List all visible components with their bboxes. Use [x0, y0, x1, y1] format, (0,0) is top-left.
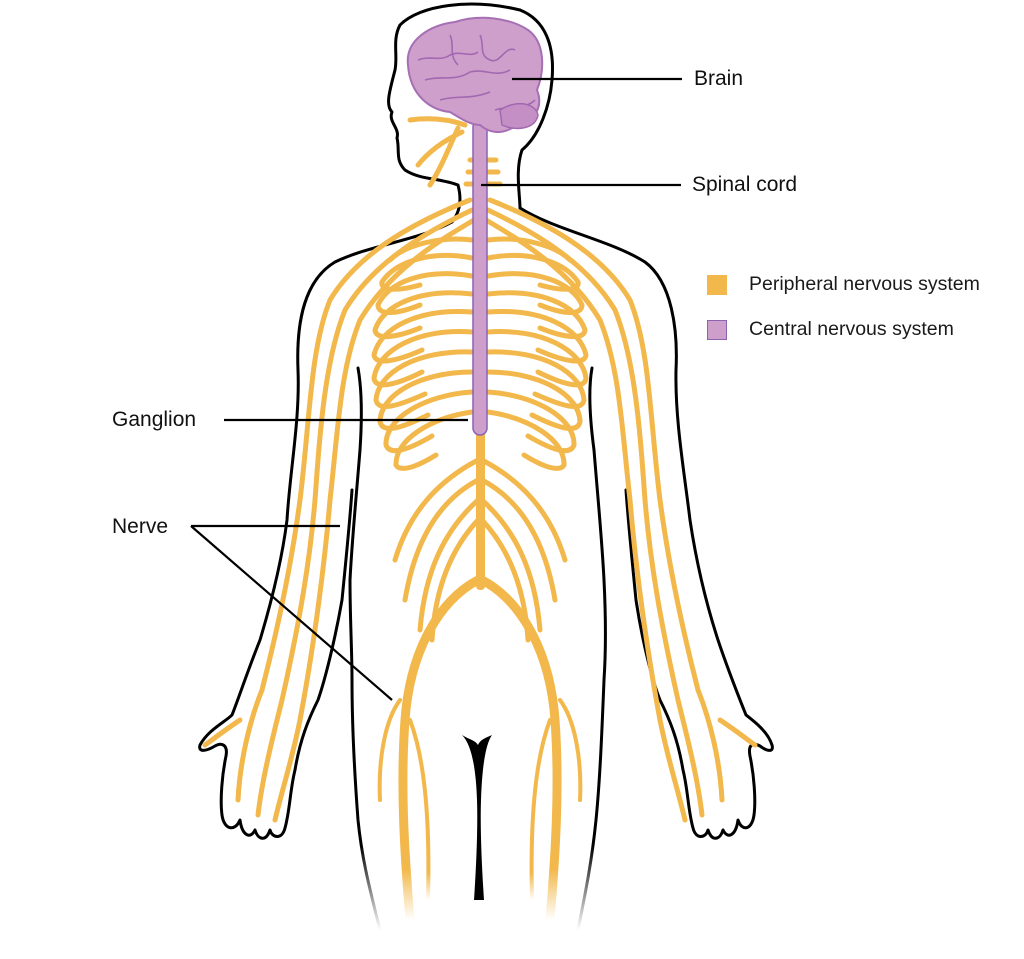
label-spinal-cord: Spinal cord	[692, 173, 798, 196]
legend-label-central: Central nervous system	[749, 318, 954, 340]
legend-item-central: Central nervous system	[707, 318, 954, 341]
peripheral-swatch-icon	[707, 274, 727, 295]
nerve-leader-line-leg	[190, 525, 393, 701]
label-ganglion: Ganglion	[112, 408, 197, 431]
peripheral-nerves	[202, 116, 758, 925]
cerebellum-shape	[499, 103, 539, 130]
label-nerve: Nerve	[112, 515, 169, 538]
groin-shape	[462, 735, 492, 900]
label-leader-lines	[190, 77, 682, 701]
central-swatch-icon	[707, 319, 727, 340]
central-nervous-system	[406, 16, 544, 436]
spinal-cord-shape	[472, 119, 488, 436]
legend-label-peripheral: Peripheral nervous system	[749, 273, 980, 295]
cauda-equina	[476, 420, 485, 590]
label-brain: Brain	[694, 67, 744, 90]
legend-item-peripheral: Peripheral nervous system	[707, 273, 980, 296]
brain-shape	[406, 16, 544, 133]
body-outline	[198, 2, 774, 932]
